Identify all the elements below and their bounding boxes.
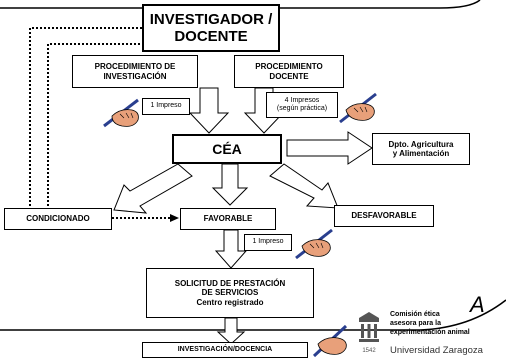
procedimiento-docente-box: PROCEDIMIENTO DOCENTE	[234, 55, 344, 88]
hand-pen-icon-bottom	[312, 324, 348, 358]
top-border-curve	[0, 0, 481, 9]
hand-pen-icon-left	[103, 98, 139, 128]
condicionado-box: CONDICIONADO	[4, 208, 112, 230]
arrow-cea-to-desfavorable	[269, 163, 339, 209]
arrow-cea-to-condicionado	[113, 163, 193, 214]
procedimiento-investigacion-box: PROCEDIMIENTO DE INVESTIGACIÓN	[72, 55, 198, 88]
side-mark-letter: A	[470, 292, 485, 317]
arrow-investigacion-to-cea	[188, 87, 230, 134]
arrow-cea-to-favorable	[211, 163, 249, 206]
dotted-loop-inner	[47, 43, 142, 210]
desfavorable-box: DESFAVORABLE	[334, 205, 434, 227]
arrow-favorable-to-solicitud	[214, 229, 248, 269]
hand-pen-icon-favorable	[295, 228, 333, 260]
solicitud-prestacion-box: SOLICITUD DE PRESTACIÓN DE SERVICIOS Cen…	[146, 268, 314, 318]
note-1-impreso-favorable: 1 Impreso	[244, 234, 292, 251]
note-4-impresos: 4 Impresos (según práctica)	[266, 92, 338, 118]
university-logo: 1542 Comisión ética asesora para la expe…	[352, 308, 506, 360]
arrow-cea-to-dpto	[286, 131, 373, 165]
favorable-box: FAVORABLE	[180, 208, 276, 230]
dotted-loop-outer	[29, 27, 142, 210]
dotted-condicionado-to-favorable-head	[170, 214, 179, 222]
investigador-docente-box: INVESTIGADOR / DOCENTE	[142, 4, 280, 52]
logo-line-2: asesora para la	[390, 320, 441, 327]
cea-box: CÉA	[172, 134, 282, 164]
note-1-impreso: 1 Impreso	[142, 98, 190, 115]
dpto-agricultura-box: Dpto. Agricultura y Alimentación	[372, 133, 470, 165]
hand-pen-icon-right	[339, 92, 377, 124]
arrow-solicitud-to-docencia	[216, 317, 246, 345]
logo-year: 1542	[362, 348, 376, 354]
bottom-border-curve	[0, 299, 506, 331]
investigacion-docencia-box: INVESTIGACIÓN/DOCENCIA	[142, 342, 308, 358]
logo-line-3: experimentación animal	[390, 329, 470, 336]
logo-line-1: Comisión ética	[390, 311, 440, 318]
logo-university-name: Universidad Zaragoza	[390, 345, 483, 356]
university-emblem-icon: 1542	[359, 312, 379, 354]
